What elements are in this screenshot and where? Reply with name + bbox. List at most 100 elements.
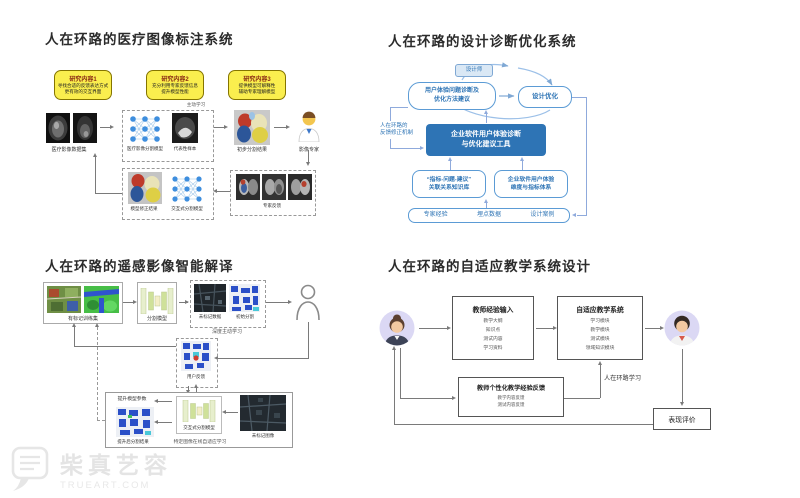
arrow-right-icon [133, 299, 137, 304]
feedback-loop-line [577, 215, 587, 216]
teacher-input-title: 教师经验输入 [472, 307, 514, 314]
arrow-up-icon [483, 199, 488, 203]
speech-bubble-icon [11, 446, 49, 491]
loop-line [74, 327, 75, 346]
neural-network-icon [172, 176, 202, 202]
data-source-bar: 专家经验 埋点数据 设计案例 [408, 208, 570, 223]
initial-seg-label: 初始分割 [236, 314, 254, 319]
system-item-teaching: 教学模块 [590, 327, 610, 333]
connector-line [390, 148, 422, 149]
input-item-materials: 学习资料 [483, 345, 503, 351]
arrow-line [536, 328, 555, 329]
arrow-up-icon [483, 110, 488, 114]
user-feedback-label: 用户反馈 [187, 374, 205, 379]
feedback-item-teaching: 教学内容反馈 [497, 395, 525, 400]
interactive-model-label: 交互式分割模型 [183, 425, 215, 430]
arrow-line [226, 412, 238, 413]
personal-feedback-title: 教师个性化教学经验反馈 [476, 385, 546, 392]
seg-model-label: 医疗影像分割模型 [127, 146, 163, 151]
hitl-feedback-line2: 反馈修正机制 [380, 130, 414, 137]
feedback-path-line [400, 348, 401, 398]
active-learning-label: 主动学习 [186, 102, 206, 107]
research-box-3-line1: 提供模型可解释性 [238, 83, 276, 88]
model-dashed-box [122, 110, 214, 162]
loop-line [74, 346, 176, 347]
research-box-1-line2: 更有效的交互界面 [64, 88, 102, 94]
arrow-line [274, 127, 288, 128]
system-item-domain: 领域知识模块 [585, 345, 615, 351]
expert-feedback-label: 专家反馈 [263, 203, 281, 208]
online-learning-label: 特定图像在线自适应学习 [173, 440, 227, 445]
arrow-right-icon [452, 395, 456, 400]
watermark: 柴真艺容 TRUEART.COM [8, 443, 172, 493]
adaptive-system-title: 自适应教学系统 [576, 307, 624, 314]
arrow-left-icon [213, 188, 217, 193]
dataset-label: 医疗影像数据集 [51, 147, 87, 153]
diagnosis-box: 用户体验问题诊断及 优化方法建议 [408, 82, 496, 110]
seg-model-label: 分割模型 [146, 316, 167, 322]
research-box-2-header: 研究内容2 [161, 77, 189, 83]
medical-title: 人在环路的医疗图像标注系统 [45, 32, 234, 47]
arrow-line [419, 328, 449, 329]
research-box-2-line1: 充分利用专家反馈信息 [152, 83, 198, 88]
design-title: 人在环路的设计诊断优化系统 [388, 34, 577, 49]
doctor-icon [298, 111, 320, 142]
research-box-2: 研究内容2 充分利用专家反馈信息 提升模型性能 [146, 70, 204, 100]
arrow-up-icon [92, 153, 97, 157]
medical-scan-image-1 [46, 113, 70, 143]
arrow-line [158, 422, 172, 423]
input-item-knowledge: 知识点 [485, 327, 501, 333]
connector-line [188, 386, 189, 392]
arrow-left-icon [154, 419, 158, 424]
arrow-up-icon [597, 361, 602, 365]
evaluation-label: 表现评价 [668, 417, 696, 424]
designer-badge: 设计师 [455, 64, 493, 77]
connector-line [486, 202, 487, 208]
evaluation-box: 表现评价 [653, 408, 711, 430]
source-expert: 专家经验 [423, 212, 448, 219]
feedback-image-1 [236, 174, 260, 200]
arrow-line [645, 328, 662, 329]
arrow-line [179, 302, 188, 303]
ux-tool-box: 企业软件用户体验诊断 与优化建议工具 [426, 124, 546, 156]
loop-line [394, 424, 653, 425]
expert-label: 影像专家 [292, 147, 326, 153]
arrow-line [308, 150, 309, 164]
arrow-line [214, 127, 226, 128]
initial-segmentation-image [234, 110, 270, 145]
unlabeled-image-label: 未标记图像 [251, 433, 275, 438]
research-box-3-line2: 辅助专家理解模型 [238, 88, 276, 94]
input-item-tests: 测试内容 [483, 336, 503, 342]
kb-line2: 关联关系知识库 [428, 185, 470, 191]
interactive-model-label: 交互式分割模型 [171, 206, 203, 211]
diagnosis-line1: 用户体验问题诊断及 [424, 88, 479, 95]
arrow-right-icon [110, 124, 114, 129]
diagnosis-line2: 优化方法建议 [433, 97, 470, 103]
ux-tool-line1: 企业软件用户体验诊断 [451, 130, 521, 138]
initial-seg-image [229, 284, 260, 312]
feedback-loop-line [572, 97, 586, 98]
system-item-testing: 测试模块 [590, 336, 610, 342]
expert-feedback-box [230, 170, 316, 216]
unlabeled-data-label: 未标记数据 [198, 314, 222, 319]
feedback-loop-line [586, 97, 587, 216]
arrow-up-icon [391, 346, 396, 350]
arrow-down-icon [679, 402, 684, 406]
encoder-decoder-icon [140, 288, 174, 314]
feedback-path-line [564, 398, 600, 399]
active-learning-dashed-box [190, 280, 266, 328]
arrow-right-icon [660, 325, 664, 330]
feedback-path-line [600, 364, 601, 398]
improved-result-label: 提升后分割结果 [117, 439, 149, 444]
research-box-3-header: 研究内容3 [243, 77, 271, 83]
arrow-up-icon [193, 384, 198, 388]
arrow-line [123, 302, 135, 303]
teacher-avatar-icon [379, 310, 415, 346]
arrow-line [158, 401, 172, 402]
connector-line [450, 160, 451, 170]
research-box-1: 研究内容1 寻找合适的反馈表达方式 更有效的交互界面 [54, 70, 112, 100]
train-set-label: 有标记训练集 [67, 316, 98, 322]
teacher-input-box: 教师经验输入 教学大纲 知识点 测试内容 学习资料 [452, 296, 534, 360]
arrow-up-icon [447, 157, 452, 161]
